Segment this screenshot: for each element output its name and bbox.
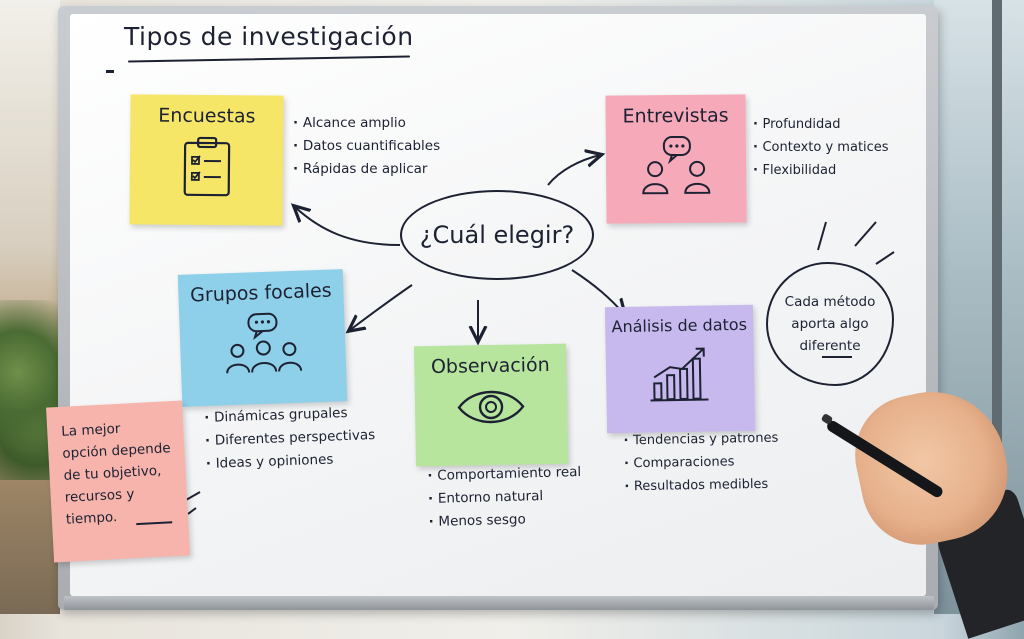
list-item: Contexto y matices [753, 136, 889, 159]
arrow-to-entrevistas [548, 155, 600, 185]
emphasis-stroke [855, 222, 876, 246]
clipboard-checklist-icon [178, 135, 235, 199]
list-item: Rápidas de aplicar [293, 158, 440, 181]
group-chat-icon [222, 311, 304, 376]
two-people-chat-icon [640, 135, 713, 198]
grupos-bullets: Dinámicas grupales Diferentes perspectiv… [204, 401, 376, 476]
center-question-bubble: ¿Cuál elegir? [400, 190, 594, 280]
list-item: Profundidad [753, 113, 889, 136]
cloud-underline [822, 356, 852, 358]
note-observacion: Observación [414, 344, 568, 467]
entrevistas-bullets: Profundidad Contexto y matices Flexibili… [753, 113, 889, 182]
arrow-to-grupos [350, 285, 412, 330]
thought-cloud: Cada método aporta algo diferente [766, 262, 894, 386]
note-grupos-focales: Grupos focales [178, 269, 348, 407]
office-scene: Tipos de investigación ¿Cuál elegir? Enc… [0, 0, 1024, 614]
note-label: Análisis de datos [611, 315, 747, 336]
note-entrevistas: Entrevistas [605, 94, 746, 223]
eye-icon [456, 384, 527, 429]
list-item: Comportamiento real [427, 461, 581, 488]
analisis-bullets: Tendencias y patrones Comparaciones Resu… [623, 427, 779, 499]
note-label: Encuestas [158, 105, 255, 128]
note-tip: La mejor opción depende de tu objetivo, … [46, 401, 190, 563]
tip-text: La mejor opción depende de tu objetivo, … [46, 401, 185, 532]
cloud-line: aporta algo [785, 313, 876, 335]
note-label: Observación [431, 354, 550, 378]
note-encuestas: Encuestas [129, 94, 283, 225]
emphasis-stroke [186, 492, 200, 500]
note-label: Entrevistas [623, 105, 729, 128]
list-item: Menos sesgo [428, 507, 582, 534]
list-item: Comparaciones [624, 450, 779, 476]
tip-line: tiempo. [65, 503, 174, 531]
list-item: Alcance amplio [293, 112, 440, 135]
list-item: Tendencias y patrones [623, 427, 778, 453]
list-item: Resultados medibles [624, 473, 779, 499]
list-item: Datos cuantificables [293, 135, 440, 158]
arrow-to-encuestas [295, 207, 400, 245]
note-label: Grupos focales [190, 280, 332, 307]
cloud-line: diferente [785, 335, 876, 357]
observacion-bullets: Comportamiento real Entorno natural Meno… [427, 461, 583, 534]
emphasis-stroke [818, 222, 826, 250]
cloud-line: Cada método [785, 291, 876, 313]
emphasis-stroke [876, 252, 894, 264]
note-analisis-de-datos: Análisis de datos [605, 305, 755, 434]
list-item: Flexibilidad [753, 159, 889, 182]
emphasis-stroke [188, 508, 196, 514]
encuestas-bullets: Alcance amplio Datos cuantificables Rápi… [293, 112, 440, 181]
bar-chart-trend-icon [648, 342, 713, 403]
